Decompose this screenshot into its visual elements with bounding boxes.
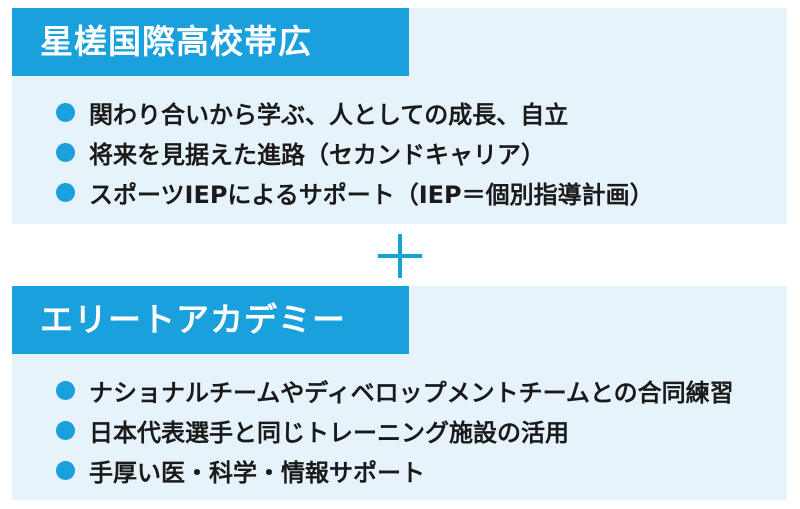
list-item: 手厚い医・科学・情報サポート (12, 450, 734, 490)
bullet-icon (56, 460, 75, 480)
list-item-text: 将来を見据えた進路（セカンドキャリア） (89, 140, 545, 169)
feature-list-elite-academy: ナショナルチームやディベロップメントチームとの合同練習 日本代表選手と同じトレー… (12, 370, 734, 490)
section-panel-elite-academy: エリートアカデミー ナショナルチームやディベロップメントチームとの合同練習 日本… (12, 286, 787, 500)
list-item-text: 日本代表選手と同じトレーニング施設の活用 (89, 418, 569, 447)
section-panel-seisa: 星槎国際高校帯広 関わり合いから学ぶ、人としての成長、自立 将来を見据えた進路（… (12, 8, 787, 224)
list-item: 将来を見据えた進路（セカンドキャリア） (12, 132, 654, 172)
list-item-text: スポーツIEPによるサポート（IEP＝個別指導計画） (89, 180, 654, 209)
plus-icon (378, 234, 422, 278)
bullet-icon (56, 102, 75, 122)
feature-list-seisa: 関わり合いから学ぶ、人としての成長、自立 将来を見据えた進路（セカンドキャリア）… (12, 92, 654, 212)
list-item: ナショナルチームやディベロップメントチームとの合同練習 (12, 370, 734, 410)
bullet-icon (56, 380, 75, 400)
list-item: スポーツIEPによるサポート（IEP＝個別指導計画） (12, 172, 654, 212)
bullet-icon (56, 142, 75, 162)
list-item-text: 手厚い医・科学・情報サポート (89, 458, 425, 487)
section-title-elite-academy: エリートアカデミー (12, 286, 409, 354)
list-item: 日本代表選手と同じトレーニング施設の活用 (12, 410, 734, 450)
list-item: 関わり合いから学ぶ、人としての成長、自立 (12, 92, 654, 132)
list-item-text: 関わり合いから学ぶ、人としての成長、自立 (89, 100, 569, 129)
list-item-text: ナショナルチームやディベロップメントチームとの合同練習 (89, 378, 734, 407)
bullet-icon (56, 182, 75, 202)
section-title-seisa: 星槎国際高校帯広 (12, 8, 409, 76)
bullet-icon (56, 420, 75, 440)
